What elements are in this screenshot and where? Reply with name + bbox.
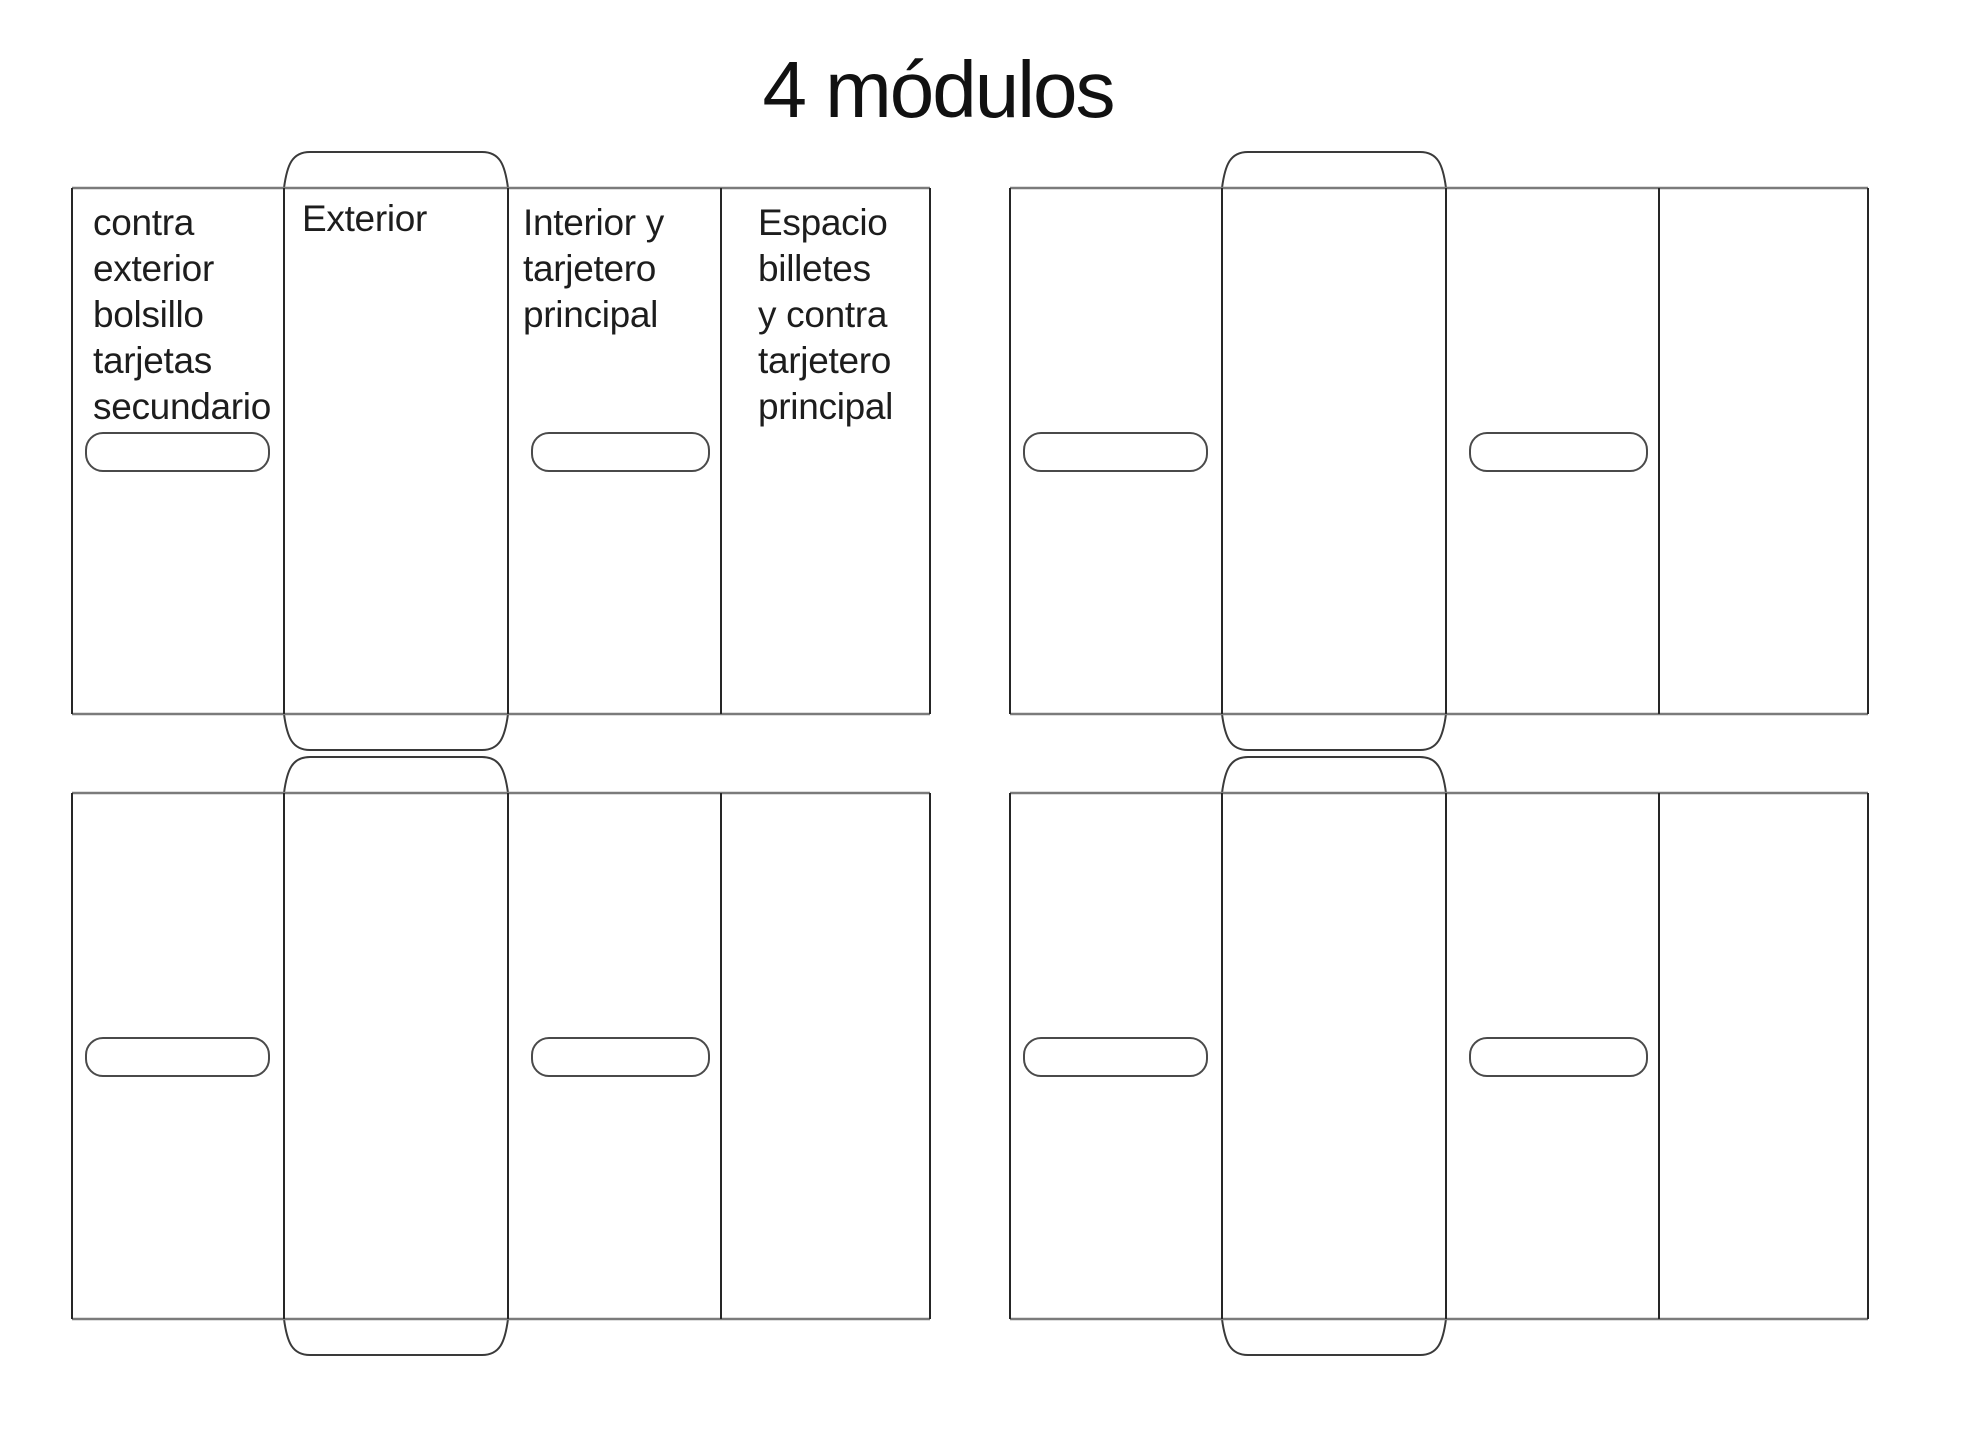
module-outline [70, 755, 934, 1359]
page-title: 4 módulos [762, 45, 1115, 134]
module-outline [1008, 755, 1872, 1359]
wallet-module-bottom-right [1008, 755, 1872, 1359]
label-panel3-interior: Interior y tarjetero principal [523, 202, 664, 335]
module-outline [1008, 150, 1872, 754]
label-panel4-espacio-billetes: Espacio billetes y contra tarjetero prin… [758, 202, 894, 427]
label-panel2-exterior: Exterior [302, 198, 428, 239]
wallet-module-bottom-left [70, 755, 934, 1359]
label-panel1-contra-exterior: contra exterior bolsillo tarjetas secund… [93, 202, 272, 427]
wallet-module-top-right [1008, 150, 1872, 754]
